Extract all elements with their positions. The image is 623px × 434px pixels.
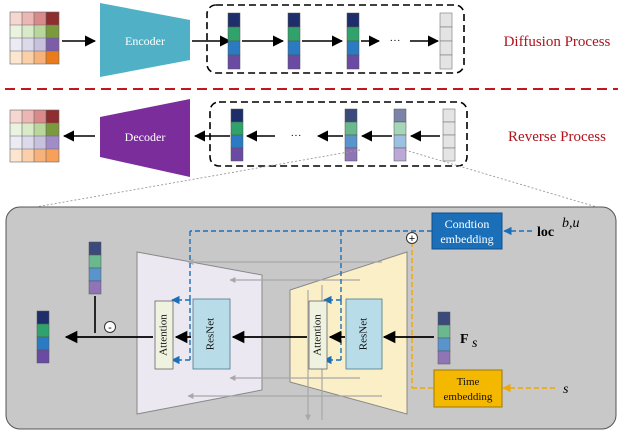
- output-matrix: [9, 109, 60, 163]
- attention-right-label: Attention: [312, 314, 324, 356]
- subtract-node: -: [104, 321, 116, 334]
- condition-embedding-box: Condtion embedding: [431, 212, 503, 250]
- latent-vector-top-1: [227, 12, 241, 70]
- noise-vector-bottom: [442, 108, 456, 162]
- fs-subscript: s: [472, 336, 478, 351]
- latent-vector-top-2: [287, 12, 301, 70]
- fs-label: F s: [460, 332, 478, 351]
- latent-container-top: [206, 4, 465, 74]
- loc-text: loc: [537, 225, 554, 240]
- loc-superscript: b,u: [562, 216, 580, 231]
- fs-text: F: [460, 332, 469, 347]
- time-line2: embedding: [444, 391, 493, 403]
- zoom-line-left: [29, 149, 361, 209]
- fs-vector: [437, 311, 451, 365]
- noise-estimate-vector: [88, 241, 102, 295]
- plus-symbol: +: [409, 233, 415, 245]
- resnet-right-label: ResNet: [358, 318, 370, 350]
- decoder-label: Decoder: [125, 130, 166, 144]
- encoder-block: Encoder: [100, 3, 190, 77]
- condition-line1: Condtion: [445, 217, 490, 231]
- resnet-left: ResNet: [192, 298, 231, 370]
- minus-symbol: -: [108, 322, 112, 334]
- noise-vector-top: [439, 12, 453, 70]
- loc-label: loc b,u: [537, 216, 580, 240]
- reverse-process-label: Reverse Process: [508, 129, 606, 145]
- encoder-label: Encoder: [125, 34, 165, 48]
- zoom-line-right: [404, 149, 601, 209]
- time-embedding-box: Time embedding: [433, 369, 503, 408]
- latent-vector-top-3: [346, 12, 360, 70]
- output-vector: [36, 310, 50, 364]
- latent-container-bottom: [209, 101, 468, 167]
- dots-top: ···: [390, 35, 401, 47]
- condition-line2: embedding: [440, 232, 493, 246]
- attention-left: Attention: [154, 300, 174, 370]
- attention-right: Attention: [308, 300, 328, 370]
- latent-vector-bottom-3: [393, 108, 407, 162]
- add-node: +: [406, 232, 418, 245]
- resnet-left-label: ResNet: [205, 318, 217, 350]
- input-matrix-top: [9, 11, 60, 65]
- time-line1: Time: [457, 376, 480, 388]
- resnet-right: ResNet: [345, 298, 383, 370]
- diffusion-process-label: Diffusion Process: [504, 34, 611, 50]
- latent-vector-bottom-1: [230, 108, 244, 162]
- attention-left-label: Attention: [158, 314, 170, 356]
- time-lines: [411, 242, 555, 393]
- latent-vector-bottom-2: [344, 108, 358, 162]
- s-label: s: [563, 382, 569, 397]
- decoder-block: Decoder: [100, 99, 190, 177]
- condition-lines: [171, 226, 532, 365]
- dots-bottom: ···: [291, 130, 302, 142]
